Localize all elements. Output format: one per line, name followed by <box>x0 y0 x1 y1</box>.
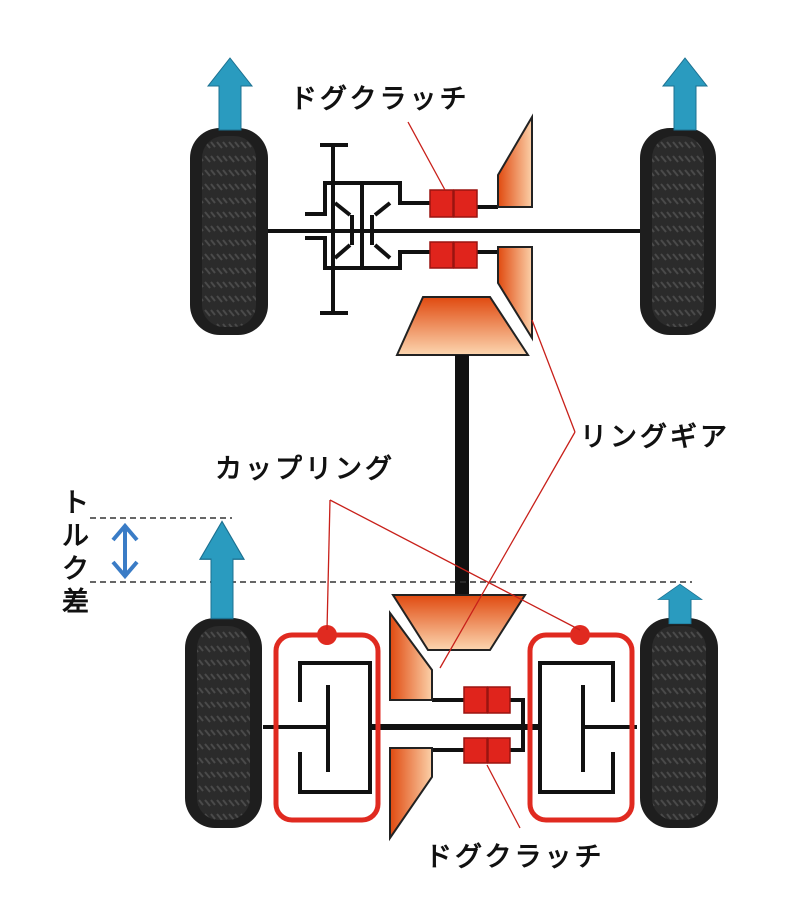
rear-dog-clutch <box>463 686 511 764</box>
front-differential <box>268 143 640 315</box>
svg-text:ト: ト <box>62 488 92 519</box>
rear-ring-gear <box>389 609 433 842</box>
dog-clutch-bottom-label: ドグクラッチ <box>425 841 604 873</box>
rear-axle <box>263 661 637 794</box>
front-pinion-gear <box>395 296 530 356</box>
leader-lines <box>326 121 581 829</box>
rear-left-tire <box>185 618 262 828</box>
front-right-tire <box>640 128 716 335</box>
rear-left-force-arrow-icon <box>199 520 245 620</box>
coupling-label: カップリング <box>215 453 395 485</box>
rear-right-force-arrow-icon <box>657 583 703 625</box>
rear-pinion-gear <box>391 594 527 651</box>
front-left-tire <box>190 128 268 335</box>
dog-clutch-top-label: ドグクラッチ <box>290 83 469 115</box>
rear-right-tire <box>640 618 718 828</box>
svg-text:差: 差 <box>62 586 92 618</box>
propeller-shaft <box>455 355 469 597</box>
left-coupling <box>273 625 381 823</box>
torque-difference-indicator <box>90 517 692 583</box>
front-right-force-arrow-icon <box>662 57 708 131</box>
ring-gear-label: リングギア <box>580 421 730 453</box>
svg-text:ク: ク <box>62 554 92 585</box>
torque-difference-label: ト ル ク 差 <box>62 488 92 618</box>
front-dog-clutch <box>429 189 478 269</box>
right-coupling <box>527 625 635 823</box>
double-arrow-icon <box>111 522 139 580</box>
front-ring-gear <box>497 113 533 342</box>
svg-text:ル: ル <box>62 521 92 552</box>
front-left-force-arrow-icon <box>207 57 253 131</box>
